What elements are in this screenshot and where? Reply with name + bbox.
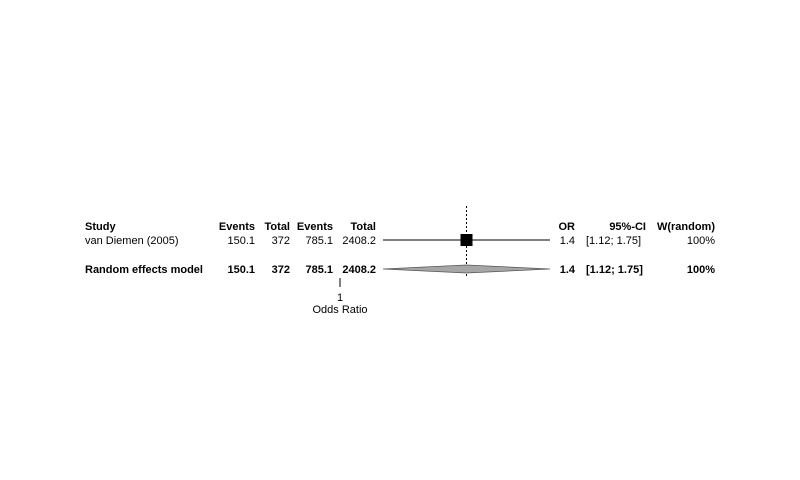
header-study: Study — [85, 221, 116, 233]
summary-total-ctrl: 2408.2 — [342, 264, 376, 276]
study-name: van Diemen (2005) — [85, 235, 179, 247]
summary-events-exp: 150.1 — [227, 264, 255, 276]
summary-total-exp: 372 — [271, 264, 290, 276]
study-square — [460, 234, 473, 246]
summary-or: 1.4 — [559, 264, 575, 276]
header-or: OR — [558, 221, 576, 233]
study-events-ctrl: 785.1 — [305, 235, 333, 247]
pooled-diamond — [382, 264, 551, 274]
header-events-ctrl: Events — [296, 221, 333, 233]
axis-tick-label-1: 1 — [336, 292, 344, 304]
summary-weight: 100% — [686, 264, 715, 276]
header-total-exp: Total — [264, 221, 290, 233]
summary-name: Random effects model — [85, 264, 203, 276]
study-events-exp: 150.1 — [227, 235, 255, 247]
header-weight: W(random) — [656, 221, 715, 233]
study-ci: [1.12; 1.75] — [586, 235, 642, 247]
study-total-ctrl: 2408.2 — [342, 235, 376, 247]
study-or: 1.4 — [559, 235, 575, 247]
header-ci: 95%-CI — [609, 221, 646, 233]
study-weight: 100% — [686, 235, 715, 247]
axis-label: Odds Ratio — [312, 304, 368, 316]
summary-ci: [1.12; 1.75] — [586, 264, 643, 276]
summary-events-ctrl: 785.1 — [305, 264, 333, 276]
header-total-ctrl: Total — [350, 221, 376, 233]
header-events-exp: Events — [218, 221, 255, 233]
study-total-exp: 372 — [271, 235, 290, 247]
